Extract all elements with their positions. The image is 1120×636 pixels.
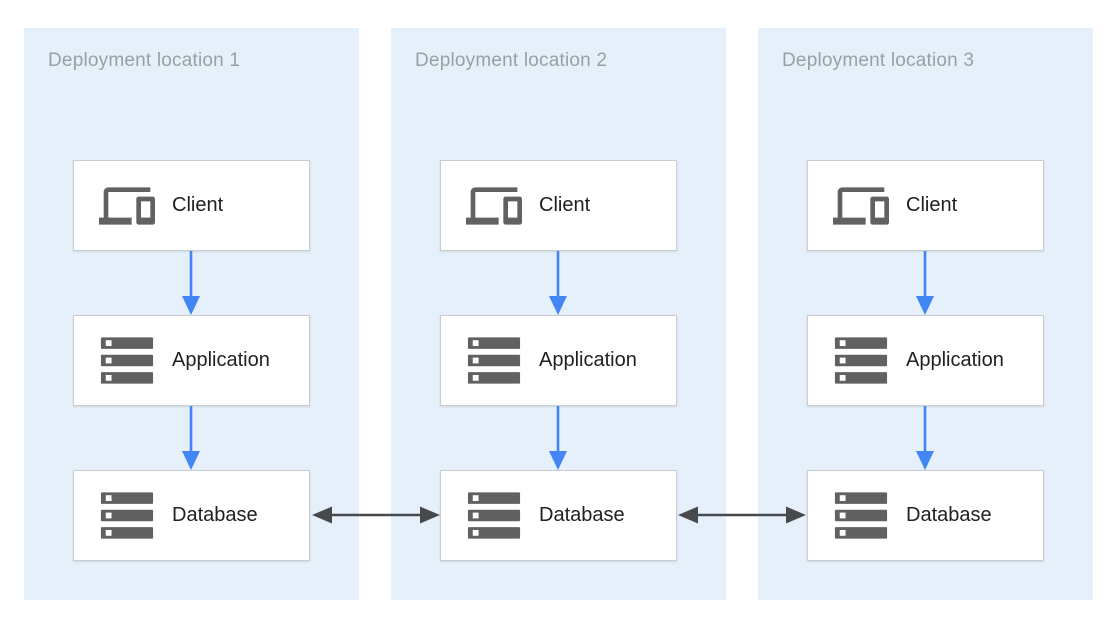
flow-arrow-down-icon bbox=[549, 406, 567, 470]
client-node: Client bbox=[73, 160, 310, 251]
devices-icon bbox=[98, 178, 156, 234]
application-node: Application bbox=[440, 315, 677, 406]
application-node: Application bbox=[73, 315, 310, 406]
panel-title: Deployment location 2 bbox=[415, 50, 608, 71]
node-label: Application bbox=[539, 349, 637, 371]
database-node: Database bbox=[440, 470, 677, 561]
server-stack-icon bbox=[98, 492, 156, 539]
server-stack-icon bbox=[465, 337, 523, 384]
devices-icon bbox=[465, 178, 523, 234]
client-node: Client bbox=[807, 160, 1044, 251]
node-label: Application bbox=[172, 349, 270, 371]
panel-title: Deployment location 3 bbox=[782, 50, 975, 71]
node-label: Database bbox=[539, 504, 625, 526]
server-stack-icon bbox=[832, 492, 890, 539]
flow-arrow-down-icon bbox=[549, 251, 567, 315]
database-node: Database bbox=[807, 470, 1044, 561]
node-label: Client bbox=[539, 194, 591, 216]
node-label: Application bbox=[906, 349, 1004, 371]
server-stack-icon bbox=[98, 337, 156, 384]
application-node: Application bbox=[807, 315, 1044, 406]
deployment-location-2-panel: Deployment location 2 Client bbox=[391, 28, 726, 600]
flow-arrow-down-icon bbox=[916, 251, 934, 315]
node-label: Client bbox=[906, 194, 958, 216]
client-node: Client bbox=[440, 160, 677, 251]
deployment-location-3-panel: Deployment location 3 Client bbox=[758, 28, 1093, 600]
node-label: Client bbox=[172, 194, 224, 216]
node-label: Database bbox=[172, 504, 258, 526]
node-label: Database bbox=[906, 504, 992, 526]
flow-arrow-down-icon bbox=[916, 406, 934, 470]
database-node: Database bbox=[73, 470, 310, 561]
database-sync-arrow-icon bbox=[312, 506, 440, 524]
panel-title: Deployment location 1 bbox=[48, 50, 241, 71]
server-stack-icon bbox=[832, 337, 890, 384]
database-sync-arrow-icon bbox=[678, 506, 806, 524]
flow-arrow-down-icon bbox=[182, 406, 200, 470]
devices-icon bbox=[832, 178, 890, 234]
flow-arrow-down-icon bbox=[182, 251, 200, 315]
deployment-location-1-panel: Deployment location 1 Client bbox=[24, 28, 359, 600]
server-stack-icon bbox=[465, 492, 523, 539]
